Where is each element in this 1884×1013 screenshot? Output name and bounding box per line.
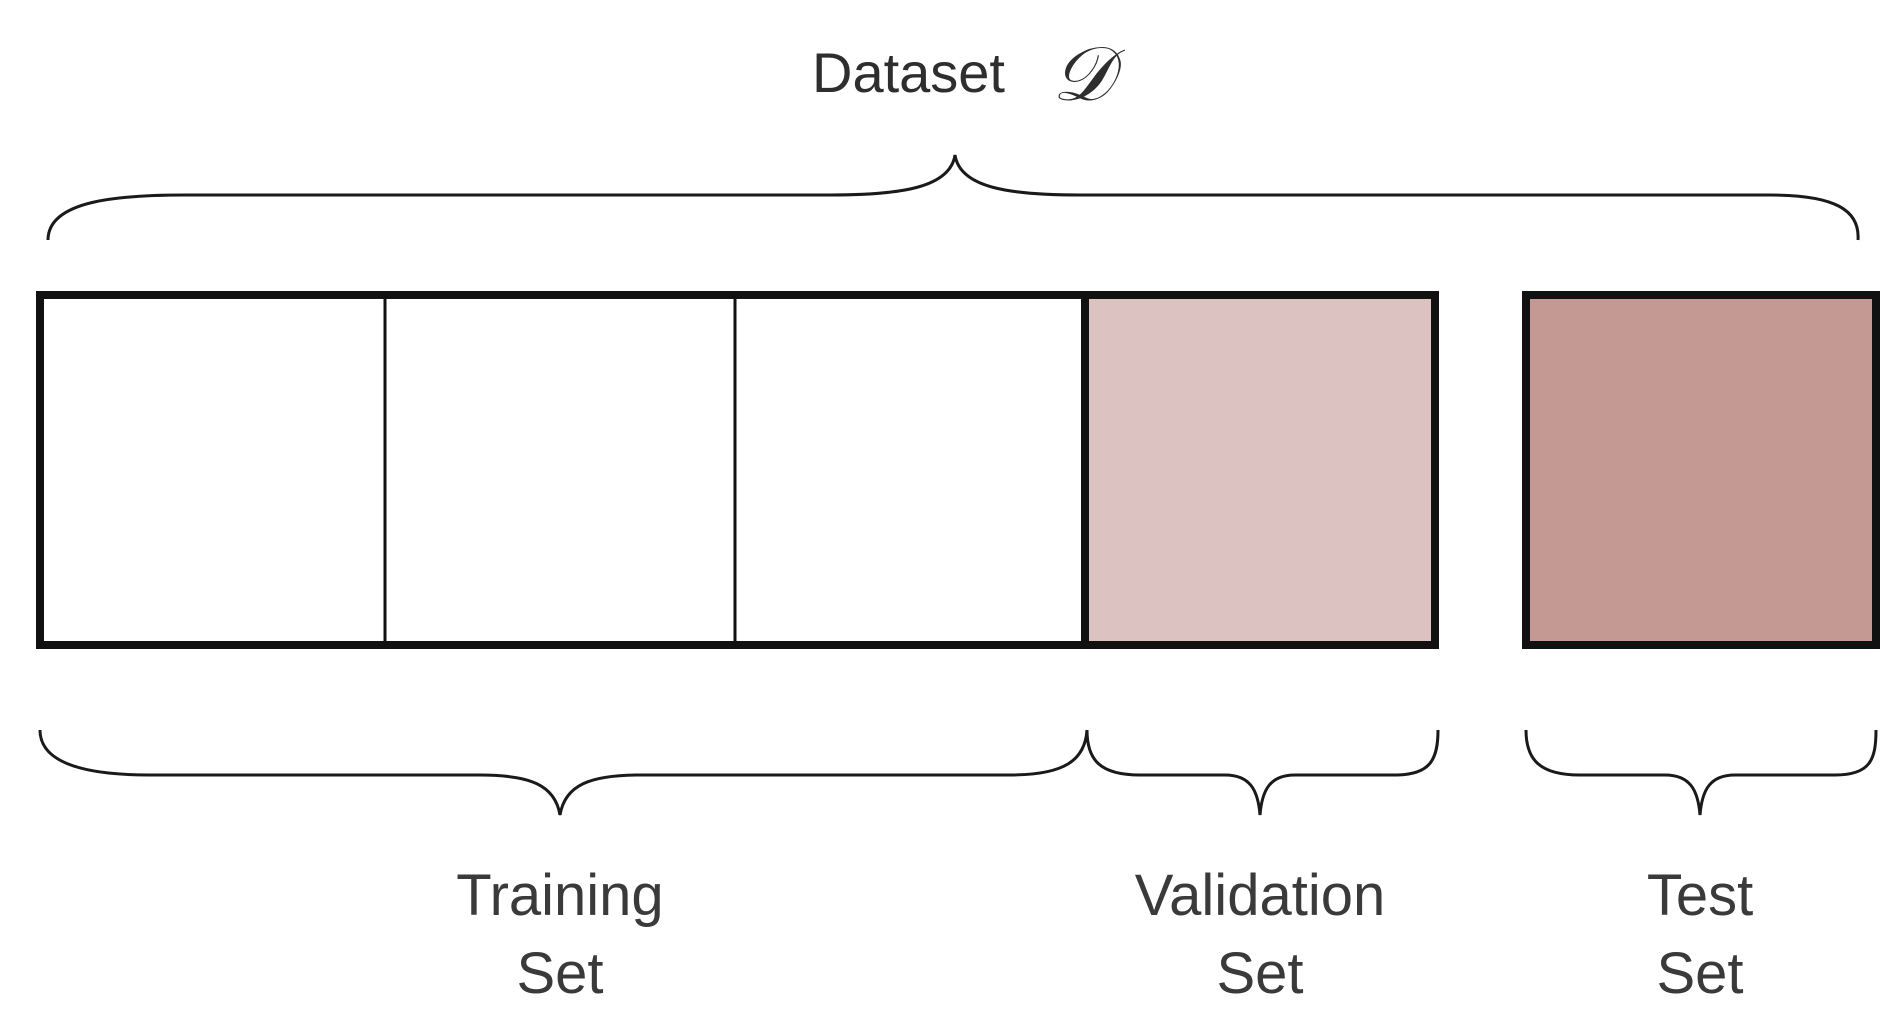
validation-label-line2: Set (1216, 941, 1303, 1006)
training-fold-3 (733, 293, 1087, 647)
training-label: Training Set (456, 863, 663, 1006)
test-label: Test Set (1647, 863, 1753, 1006)
test-block (1522, 291, 1880, 649)
dataset-symbol: 𝒟 (1052, 29, 1125, 118)
dataset-title-text: Dataset (812, 41, 1005, 104)
validation-block (1081, 291, 1439, 649)
validation-brace (1085, 729, 1440, 816)
main-bar-border (36, 291, 1085, 649)
training-fold-1 (38, 293, 387, 647)
dataset-title: Dataset 𝒟 (812, 29, 1125, 118)
training-label-line1: Training (456, 863, 663, 928)
validation-label: Validation Set (1135, 863, 1385, 1006)
training-brace (38, 729, 1089, 816)
validation-label-line1: Validation (1135, 863, 1385, 928)
test-label-line2: Set (1656, 941, 1743, 1006)
test-brace (1524, 729, 1878, 816)
training-block (36, 291, 1087, 649)
training-fold-2 (383, 293, 737, 647)
training-label-line2: Set (516, 941, 603, 1006)
dataset-brace (46, 154, 1860, 241)
test-label-line1: Test (1647, 863, 1753, 928)
